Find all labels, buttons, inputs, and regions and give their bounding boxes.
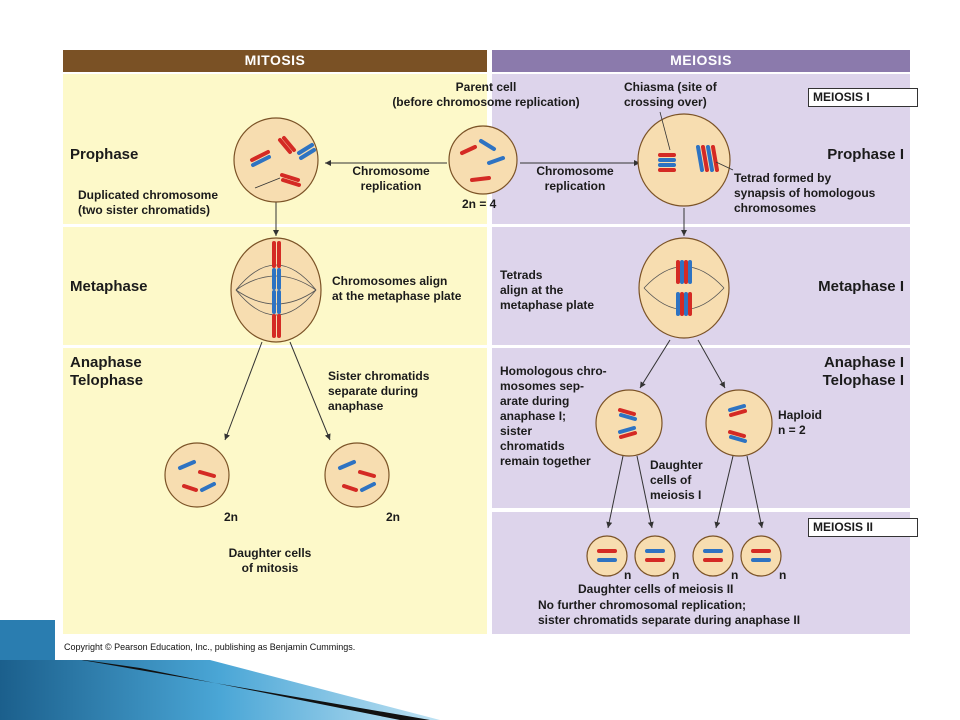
prophase-label: Prophase bbox=[70, 146, 139, 163]
meiosis-header-bar bbox=[492, 50, 910, 72]
metaphase-label: Metaphase bbox=[70, 278, 148, 295]
meiosis-ii-tag: MEIOSIS II bbox=[808, 518, 918, 537]
mitosis-header-bar bbox=[63, 50, 487, 72]
ploidy-2n-right: 2n bbox=[386, 510, 401, 524]
meiosis-ii-daughter-cell-2 bbox=[634, 535, 676, 577]
leader-lines bbox=[254, 111, 734, 189]
mitosis-panels bbox=[63, 74, 487, 634]
meiosis-ii-daughter-cell-4 bbox=[740, 535, 782, 577]
ploidy-n-2: n bbox=[672, 568, 680, 582]
ploidy-n-3: n bbox=[731, 568, 739, 582]
mitosis-daughter-cell-2 bbox=[324, 442, 390, 508]
sister-chromatids-separate-label: Sister chromatids separate during anapha… bbox=[328, 369, 430, 413]
chromosomes-align-label: Chromosomes align at the metaphase plate bbox=[332, 274, 462, 303]
ploidy-2n-left: 2n bbox=[224, 510, 239, 524]
daughter-mitosis-label: Daughter cells of mitosis bbox=[228, 546, 312, 575]
meiosis-i-tag: MEIOSIS I bbox=[808, 88, 918, 107]
mitosis-daughter-cell-1 bbox=[164, 442, 230, 508]
meiosis-metaphase-cell bbox=[638, 237, 730, 339]
chromosome-replication-left: Chromosome replication bbox=[352, 164, 430, 193]
parent-cell-label: Parent cell (before chromosome replicati… bbox=[392, 80, 580, 109]
chiasma-label: Chiasma (site of crossing over) bbox=[624, 80, 717, 109]
haploid-label: Haploid n = 2 bbox=[778, 408, 822, 437]
meiosis-i-daughter-cell-2 bbox=[705, 389, 773, 457]
anaphase-telophase-label: Anaphase Telophase bbox=[70, 354, 144, 389]
daughter-meiosis-i-label: Daughter cells of meiosis I bbox=[650, 458, 703, 502]
mitosis-metaphase-cell bbox=[230, 237, 322, 343]
copyright-notice: Copyright © Pearson Education, Inc., pub… bbox=[64, 642, 356, 652]
meiosis-ii-daughter-cell-3 bbox=[692, 535, 734, 577]
mitosis-header: MITOSIS bbox=[244, 52, 306, 68]
prophase-i-label: Prophase I bbox=[827, 146, 904, 163]
ploidy-n-4: n bbox=[779, 568, 787, 582]
metaphase-i-label: Metaphase I bbox=[818, 278, 904, 295]
ploidy-n-1: n bbox=[624, 568, 632, 582]
chromosomes bbox=[178, 136, 771, 562]
daughter-meiosis-ii-label: Daughter cells of meiosis II bbox=[578, 582, 734, 596]
meiosis-i-daughter-cell-1 bbox=[595, 389, 663, 457]
parent-cell bbox=[448, 125, 518, 195]
chromosome-replication-right: Chromosome replication bbox=[536, 164, 614, 193]
anaphase-i-label: Anaphase I Telophase I bbox=[822, 354, 904, 389]
homologous-separate-label: Homologous chro- mosomes sep- arate duri… bbox=[500, 364, 607, 468]
no-further-replication-label: No further chromosomal replication; sist… bbox=[538, 598, 801, 627]
arrows bbox=[224, 160, 764, 529]
meiosis-header: MEIOSIS bbox=[670, 52, 732, 68]
meiosis-ii-daughter-cell-1 bbox=[586, 535, 628, 577]
tetrad-label: Tetrad formed by synapsis of homologous … bbox=[734, 171, 876, 215]
ploidy-2n-4-label: 2n = 4 bbox=[462, 197, 497, 211]
cells bbox=[164, 113, 782, 577]
meiosis-prophase-cell bbox=[637, 113, 731, 207]
tetrads-align-label: Tetrads align at the metaphase plate bbox=[500, 268, 595, 312]
duplicated-chromosome-label: Duplicated chromosome (two sister chroma… bbox=[78, 188, 219, 217]
